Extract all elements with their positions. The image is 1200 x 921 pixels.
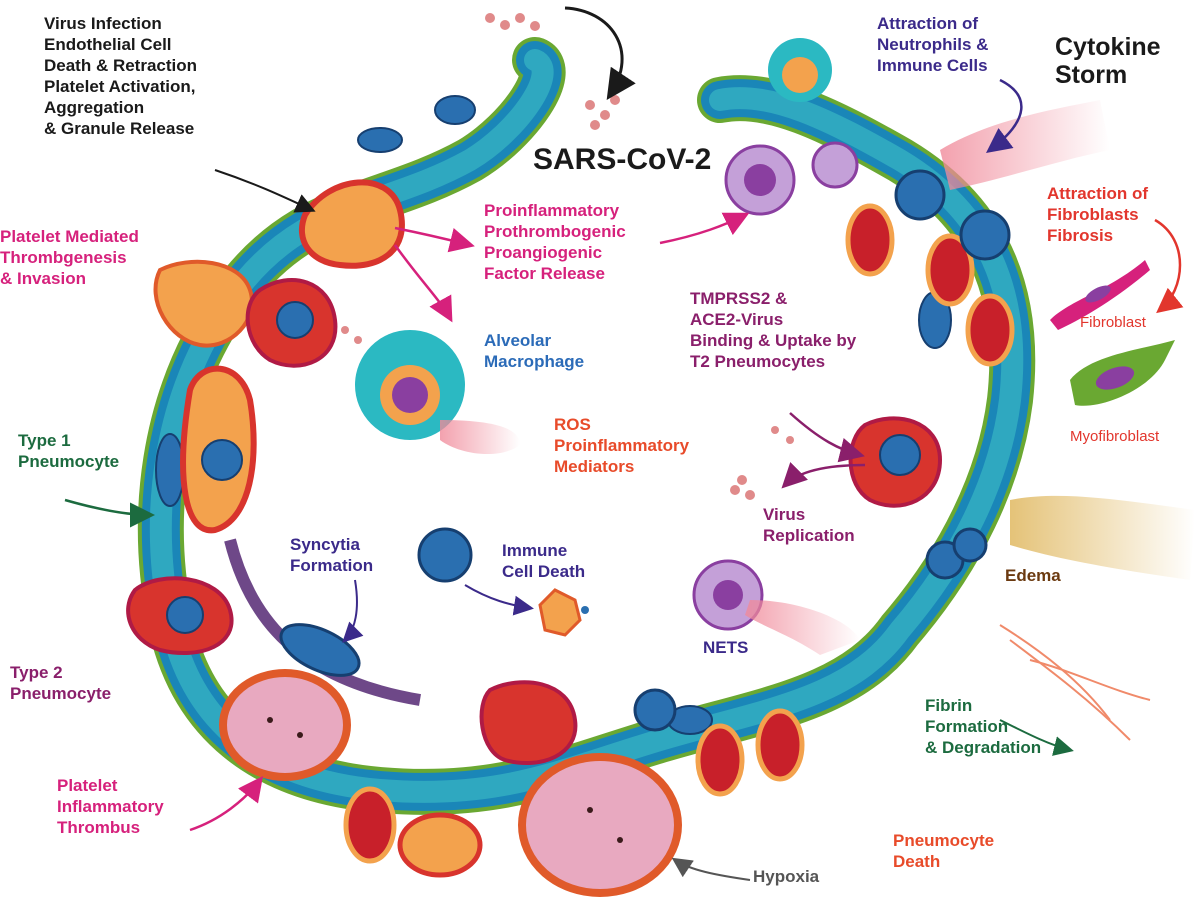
fibroblast-cells	[1050, 260, 1175, 406]
label-fibrin-formation: Fibrin Formation & Degradation	[925, 696, 1042, 757]
type2-pneumocyte-cells	[126, 278, 943, 766]
endothelial-cells	[153, 179, 405, 534]
edema-haze	[1010, 495, 1195, 580]
label-pneumocyte-death: Pneumocyte Death	[893, 831, 995, 871]
label-platelet-thrombogenesis: Platelet Mediated Thrombgenesis & Invasi…	[0, 227, 139, 288]
label-syncytia-formation: Syncytia Formation	[290, 535, 374, 575]
label-edema: Edema	[1005, 566, 1061, 585]
label-attraction-fibroblasts: Attraction of Fibroblasts Fibrosis	[1047, 184, 1149, 245]
top-macrophage	[768, 38, 832, 102]
label-virus-replication: Virus Replication	[763, 505, 855, 545]
alveolar-macrophage	[355, 330, 520, 455]
label-type2-pneumocyte: Type 2 Pneumocyte	[10, 663, 112, 703]
label-nets: NETS	[703, 638, 749, 657]
fibrin-strands	[999, 624, 1151, 741]
platelet-thrombus-masses	[219, 669, 682, 897]
label-immune-cell-death: Immune Cell Death	[502, 541, 586, 581]
arrows	[64, 6, 1184, 881]
label-factor-release: Proinflammatory Prothrombogenic Proangio…	[484, 201, 626, 283]
label-alveolar-macrophage: Alveolar Macrophage	[484, 331, 585, 371]
label-type1-pneumocyte: Type 1 Pneumocyte	[18, 431, 120, 471]
label-ros-mediators: ROS Proinflammatory Mediators	[554, 415, 690, 476]
label-fibroblast: Fibroblast	[1080, 314, 1146, 331]
label-platelet-inflammatory-thrombus: Platelet Inflammatory Thrombus	[57, 776, 164, 837]
syncytia-cells	[279, 623, 361, 677]
label-virus-infection: Virus Infection Endothelial Cell Death &…	[44, 14, 198, 138]
type1-pneumocyte-cells	[155, 95, 952, 735]
label-myofibroblast: Myofibroblast	[1070, 428, 1160, 445]
alveolar-wall	[137, 37, 1036, 815]
label-attraction-neutrophils: Attraction of Neutrophils & Immune Cells	[877, 14, 989, 75]
label-hypoxia: Hypoxia	[753, 867, 820, 886]
neutrophils	[692, 141, 860, 655]
immune-cells	[417, 169, 1011, 732]
label-sars-cov-2: SARS-CoV-2	[533, 143, 712, 176]
red-blood-cells	[343, 203, 1015, 864]
dead-immune-cell	[538, 588, 589, 637]
label-tmprss2-ace2: TMPRSS2 & ACE2-Virus Binding & Uptake by…	[690, 289, 857, 371]
label-cytokine-storm: Cytokine Storm	[1055, 33, 1161, 89]
cytokine-storm-haze	[940, 100, 1110, 190]
